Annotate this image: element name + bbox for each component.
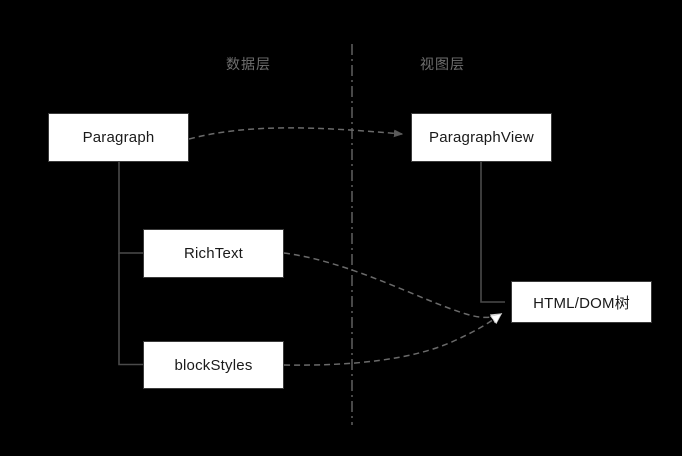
layer-label-view: 视图层 — [420, 56, 465, 72]
edge-richtext-to-htmldom — [283, 252, 503, 324]
layer-label-data: 数据层 — [226, 56, 271, 72]
node-paragraphview-label: ParagraphView — [429, 129, 534, 146]
node-htmldom[interactable]: HTML/DOM树 — [511, 281, 652, 323]
edge-blockstyles-to-htmldom — [283, 313, 503, 366]
node-paragraphview[interactable]: ParagraphView — [411, 113, 552, 162]
node-paragraph[interactable]: Paragraph — [48, 113, 189, 162]
node-richtext-label: RichText — [183, 245, 244, 262]
node-paragraph-label: Paragraph — [82, 129, 155, 146]
node-richtext[interactable]: RichText — [143, 229, 284, 278]
edge-paragraph-to-paragraphview — [188, 127, 402, 140]
edge-paragraph-to-richtext — [118, 162, 143, 254]
node-blockstyles-label: blockStyles — [174, 356, 253, 374]
edge-paragraph-to-blockstyles — [118, 253, 143, 366]
node-blockstyles[interactable]: blockStyles — [143, 341, 284, 389]
node-htmldom-label: HTML/DOM树 — [533, 294, 630, 312]
edge-paragraphview-to-htmldom — [480, 162, 505, 303]
